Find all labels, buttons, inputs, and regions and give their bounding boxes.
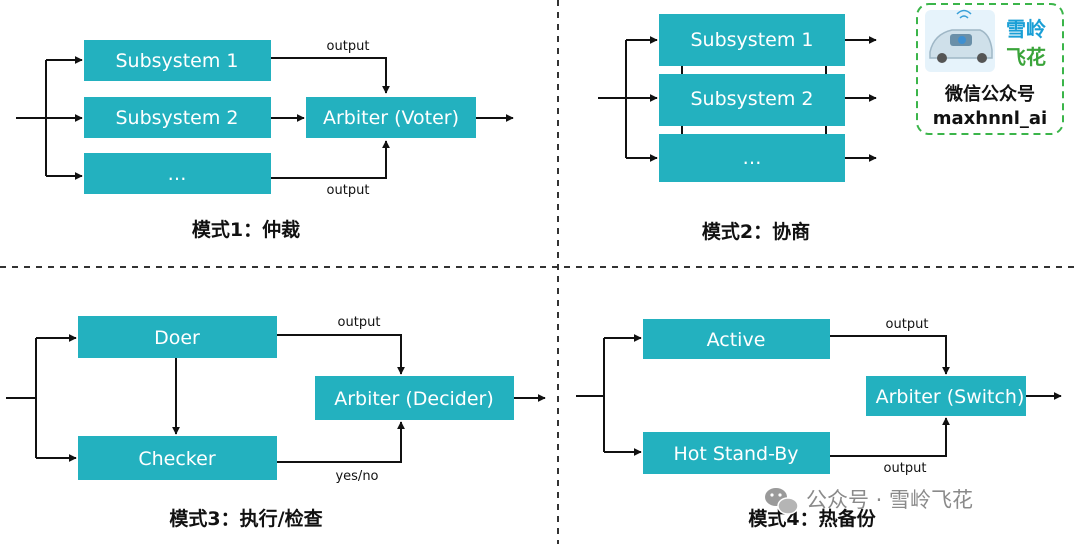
panel-hot-standby: [576, 334, 1062, 457]
p2-subsystem2-box: [659, 74, 845, 126]
badge-line1: 微信公众号: [944, 83, 1035, 105]
watermark-text: 公众号 · 雪岭飞花: [806, 488, 973, 512]
subsystem2-box: [84, 97, 271, 138]
panel-arbitration: [16, 56, 514, 180]
caption-mode4: 模式4：热备份: [748, 507, 876, 530]
p2-subsystem-n-label: …: [743, 147, 762, 169]
wechat-icon: [765, 488, 799, 515]
subsystem-n-box: [84, 153, 271, 194]
standby-label: Hot Stand-By: [673, 443, 798, 465]
active-label: Active: [707, 329, 766, 351]
subsystem2-label: Subsystem 2: [116, 107, 239, 129]
standby-box: [643, 432, 830, 474]
p2-subsystem2-label: Subsystem 2: [691, 88, 814, 110]
arbiter-voter-box: [306, 97, 476, 138]
subsystem1-label: Subsystem 1: [116, 50, 239, 72]
panel-doer-checker: [6, 334, 546, 463]
watermark: 公众号 · 雪岭飞花: [765, 488, 973, 515]
checker-box: [78, 436, 277, 480]
p2-subsystem1-box: [659, 14, 845, 66]
arbiter-decider-box: [315, 376, 514, 420]
active-box: [643, 319, 830, 359]
badge-title-line2: 飞花: [1006, 45, 1046, 69]
p4-output-label-top: output: [886, 317, 929, 332]
p3-yesno-label: yes/no: [335, 469, 378, 484]
output-label-bottom: output: [327, 183, 370, 198]
badge-title-line1: 雪岭: [1006, 17, 1046, 41]
p2-subsystem1-label: Subsystem 1: [691, 29, 814, 51]
subsystem1-box: [84, 40, 271, 81]
caption-mode1: 模式1：仲裁: [192, 218, 300, 241]
car-logo-icon: [925, 9, 995, 72]
output-label-top: output: [327, 39, 370, 54]
checker-label: Checker: [138, 448, 215, 470]
doer-box: [78, 316, 277, 358]
p4-output-label-bottom: output: [884, 461, 927, 476]
arbiter-voter-label: Arbiter (Voter): [323, 107, 459, 129]
caption-mode2: 模式2：协商: [702, 220, 810, 243]
subsystem-n-label: …: [168, 163, 187, 185]
p2-subsystem-n-box: [659, 134, 845, 182]
doer-label: Doer: [154, 327, 200, 349]
caption-mode3: 模式3：执行/检查: [169, 507, 323, 530]
p3-output-label: output: [338, 315, 381, 330]
arbiter-switch-label: Arbiter (Switch): [876, 386, 1025, 408]
arbiter-decider-label: Arbiter (Decider): [334, 388, 494, 410]
wechat-badge: 雪岭 飞花 微信公众号 maxhnnl_ai: [916, 3, 1064, 135]
badge-line2: maxhnnl_ai: [933, 108, 1047, 129]
arbiter-switch-box: [866, 376, 1026, 416]
